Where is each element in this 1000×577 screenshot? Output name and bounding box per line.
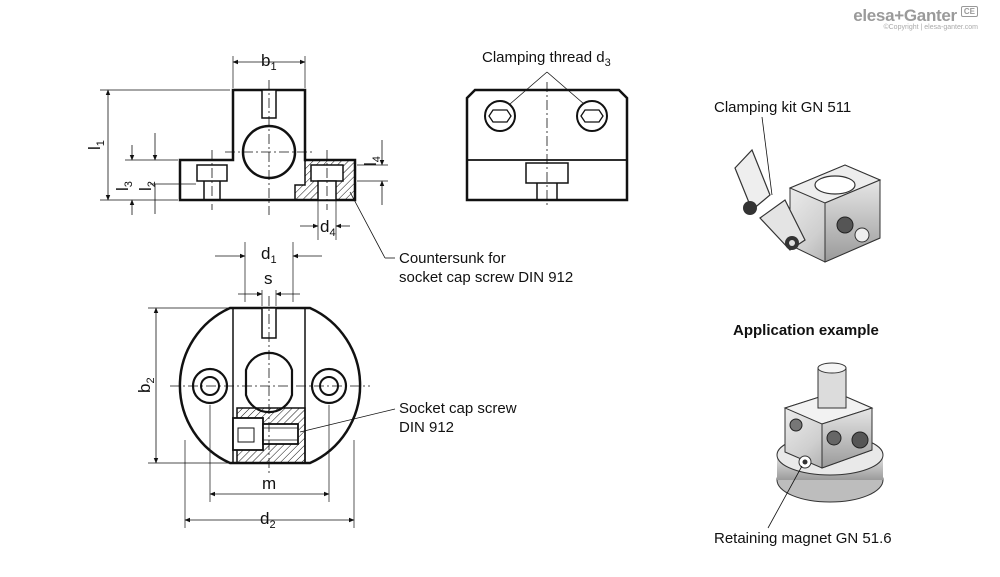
application-example-heading: Application example (733, 322, 879, 339)
callout-socket-cap-line1: Socket cap screw (399, 400, 517, 417)
brand-copyright: ©Copyright | elesa-ganter.com (883, 24, 978, 31)
side-view (465, 71, 629, 205)
dim-l3: l3 (113, 181, 135, 191)
top-view (148, 242, 396, 528)
dim-d1: d1 (261, 244, 277, 266)
dim-s: s (264, 269, 273, 288)
dim-l4: l4 (361, 156, 383, 166)
ce-mark: CE (960, 6, 978, 17)
brand-name: elesa+Ganter (853, 6, 957, 25)
dim-d4: d4 (320, 217, 336, 239)
clamping-kit-illustration (734, 116, 882, 263)
callout-clamping-thread: Clamping thread d3 (482, 49, 611, 69)
dim-l2: l2 (136, 181, 158, 191)
callout-retaining-magnet: Retaining magnet GN 51.6 (714, 530, 892, 547)
front-view (100, 56, 395, 259)
dim-l1: l1 (85, 140, 107, 150)
callout-socket-cap-line2: DIN 912 (399, 419, 454, 436)
dimension-labels: b1 l1 l3 l2 l4 d4 d1 s b2 m d2 (85, 51, 383, 531)
dim-m: m (262, 474, 276, 493)
callout-countersunk-line1: Countersunk for (399, 250, 506, 267)
application-example-illustration (767, 362, 884, 529)
dim-d2: d2 (260, 509, 276, 531)
callout-labels: Clamping thread d3 Countersunk for socke… (399, 49, 892, 547)
callout-clamping-kit: Clamping kit GN 511 (714, 99, 851, 116)
dim-b2: b2 (135, 377, 157, 393)
dim-b1: b1 (261, 51, 277, 73)
callout-countersunk-line2: socket cap screw DIN 912 (399, 269, 573, 286)
